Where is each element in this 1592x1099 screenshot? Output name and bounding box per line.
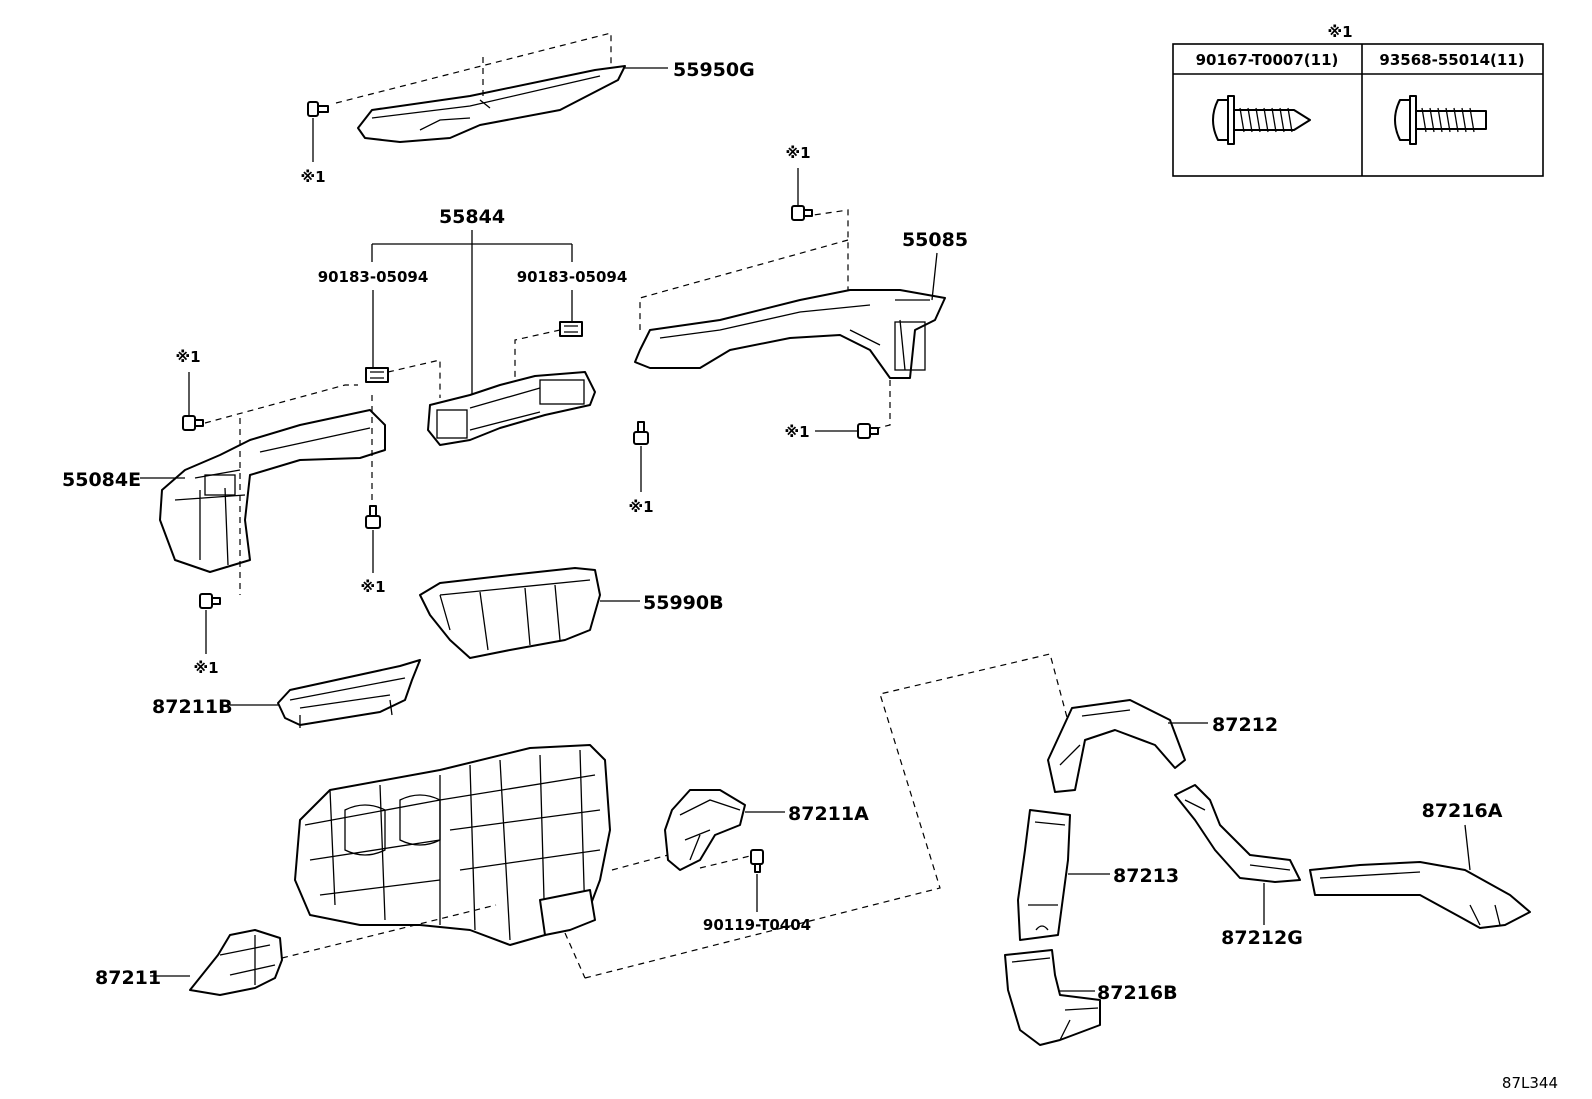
mark-3: ※1 <box>784 423 809 441</box>
part-87211A-graphic[interactable] <box>664 789 746 871</box>
screw-icon <box>182 415 204 431</box>
heater-unit-graphic <box>294 744 611 946</box>
label-55085[interactable]: 55085 <box>902 229 968 251</box>
screw-icon <box>633 421 649 445</box>
screw-icon <box>199 593 221 609</box>
label-55990B[interactable]: 55990B <box>643 592 724 614</box>
label-55084E[interactable]: 55084E <box>62 469 141 491</box>
label-87216B[interactable]: 87216B <box>1097 982 1178 1004</box>
mark-6: ※1 <box>360 578 385 596</box>
label-87213[interactable]: 87213 <box>1113 865 1179 887</box>
mark-7: ※1 <box>193 659 218 677</box>
label-87212G[interactable]: 87212G <box>1221 927 1303 949</box>
part-87216B-graphic[interactable] <box>1004 949 1101 1046</box>
label-90183-left[interactable]: 90183-05094 <box>318 268 429 286</box>
screw-90167-icon <box>1212 95 1311 145</box>
screw-icon <box>365 505 381 529</box>
part-55950G-graphic[interactable] <box>357 65 626 143</box>
bolt-icon <box>750 849 764 873</box>
fastener-legend-table: ※1 90167-T0007(11) 93568-55014(11) <box>1172 23 1544 177</box>
label-87211A[interactable]: 87211A <box>788 803 869 825</box>
label-87216A[interactable]: 87216A <box>1422 800 1503 822</box>
label-87211[interactable]: 87211 <box>95 967 161 989</box>
mark-4: ※1 <box>628 498 653 516</box>
mark-1: ※1 <box>300 168 325 186</box>
part-87213-graphic[interactable] <box>1017 809 1071 941</box>
screw-93568-icon <box>1394 95 1487 145</box>
diagram-code: 87L344 <box>1502 1074 1558 1092</box>
clip-right-icon <box>559 321 583 337</box>
label-55950G[interactable]: 55950G <box>673 59 755 81</box>
part-87212-graphic[interactable] <box>1047 699 1186 793</box>
mark-5: ※1 <box>175 348 200 366</box>
part-55990B-graphic[interactable] <box>419 567 601 659</box>
part-55084E-graphic[interactable] <box>159 409 386 573</box>
label-87212[interactable]: 87212 <box>1212 714 1278 736</box>
part-87212G-graphic[interactable] <box>1174 784 1301 883</box>
legend-header-1[interactable]: 90167-T0007(11) <box>1196 51 1339 69</box>
label-90119-T0404[interactable]: 90119-T0404 <box>703 916 811 934</box>
part-87211B-graphic[interactable] <box>277 659 421 728</box>
screw-icon <box>307 101 329 117</box>
part-87211-graphic[interactable] <box>189 929 283 996</box>
part-55844-graphic[interactable] <box>427 371 596 446</box>
label-87211B[interactable]: 87211B <box>152 696 233 718</box>
label-55844[interactable]: 55844 <box>439 206 505 228</box>
clip-left-icon <box>365 367 389 383</box>
label-90183-right[interactable]: 90183-05094 <box>517 268 628 286</box>
legend-header-2[interactable]: 93568-55014(11) <box>1379 51 1524 69</box>
part-55085-graphic[interactable] <box>634 289 946 379</box>
part-87216A-graphic[interactable] <box>1309 861 1531 929</box>
mark-2: ※1 <box>785 144 810 162</box>
screw-icon <box>857 423 879 439</box>
legend-mark: ※1 <box>1327 23 1352 41</box>
screw-icon <box>791 205 813 221</box>
